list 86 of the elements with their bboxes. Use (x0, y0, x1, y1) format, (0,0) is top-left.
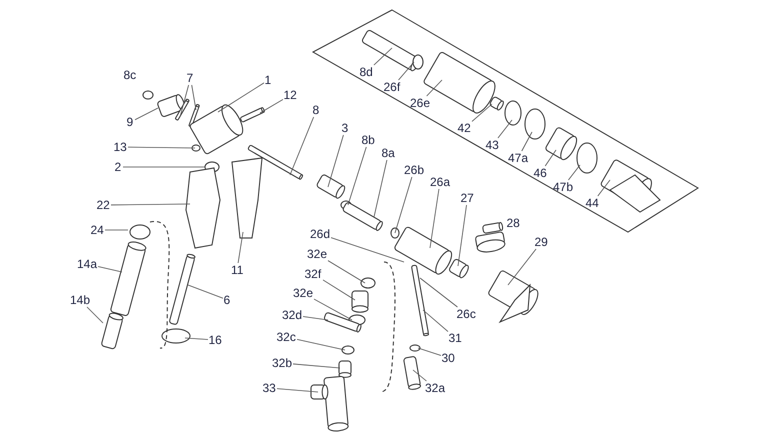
leader-line (472, 104, 492, 122)
callout-number: 7 (186, 71, 194, 85)
callout-number: 6 (222, 293, 232, 307)
leader-line (188, 284, 224, 299)
callout-number: 32a (424, 381, 446, 395)
callout-number: 8a (380, 146, 396, 160)
callout-number: 32c (276, 330, 297, 344)
leader-line (180, 84, 190, 118)
callout-number: 26a (429, 175, 452, 189)
leader-line (420, 278, 458, 308)
callout-number: 47a (507, 151, 530, 165)
callout-number: 28 (506, 216, 521, 230)
callout-number: 8c (122, 68, 138, 82)
leader-line (128, 146, 196, 148)
leader-line (458, 204, 467, 266)
callout-number: 14a (76, 257, 98, 271)
leader-line (328, 260, 366, 284)
leader-line (348, 146, 367, 206)
leader-line (296, 338, 346, 350)
callout-number: 16 (208, 333, 223, 347)
callout-number: 8b (360, 133, 376, 147)
callout-number: 32e (306, 247, 328, 261)
leader-line (191, 84, 196, 110)
callout-number: 26d (309, 227, 332, 241)
leader-line (521, 132, 532, 152)
leader-line (276, 388, 318, 392)
callout-number: 27 (460, 191, 475, 205)
leader-line (430, 188, 440, 248)
callout-number: 30 (440, 351, 456, 365)
leader-line (292, 364, 340, 368)
callout-number: 32b (271, 356, 294, 370)
callout-number: 13 (112, 140, 128, 154)
callout-number: 14b (69, 293, 92, 307)
callout-number: 8 (312, 103, 320, 117)
leader-line (134, 108, 158, 120)
leader-line (122, 166, 206, 168)
leader-line (86, 306, 104, 324)
callout-number: 42 (456, 121, 472, 135)
callout-number: 33 (262, 381, 277, 395)
leader-line (597, 180, 610, 196)
callout-number: 11 (230, 263, 244, 277)
callout-number: 44 (584, 196, 600, 210)
callout-number: 32d (281, 308, 304, 322)
callout-number: 22 (96, 198, 111, 212)
leader-line (374, 160, 388, 218)
leader-line (422, 310, 448, 332)
callout-number: 3 (340, 121, 350, 135)
leader-line (544, 150, 556, 166)
callout-number: 26c (456, 307, 477, 321)
callout-number: 9 (126, 115, 134, 129)
callout-number: 26b (403, 163, 426, 177)
callout-number: 43 (484, 138, 500, 152)
callout-number: 26e (409, 96, 432, 110)
callout-number: 32f (304, 267, 322, 281)
leader-line (498, 120, 512, 138)
callout-number: 12 (282, 88, 298, 102)
callout-number: 46 (532, 166, 548, 180)
leader-line (98, 266, 122, 272)
leader-line (394, 176, 412, 234)
leader-line (412, 370, 427, 382)
callout-number: 47b (552, 180, 574, 194)
callout-number: 24 (90, 223, 105, 237)
leader-line (314, 298, 352, 320)
callout-number: 26f (382, 80, 402, 94)
callout-number: 2 (114, 160, 122, 174)
leader-line (238, 232, 244, 264)
callout-number: 31 (448, 331, 463, 345)
leader-line (374, 48, 392, 66)
leader-line (426, 80, 442, 96)
leader-line (418, 348, 442, 356)
leader-line (184, 338, 208, 340)
leader-line (218, 82, 264, 112)
leader-line (322, 280, 356, 300)
callout-number: 8d (358, 65, 374, 79)
leader-line (260, 99, 284, 114)
callout-number: 32e (292, 286, 314, 300)
leader-line (290, 116, 314, 176)
callout-number: 29 (534, 235, 549, 249)
leader-line (398, 62, 414, 80)
leader-line (302, 316, 328, 320)
leader-line (568, 164, 580, 180)
leader-line (328, 134, 344, 188)
leader-line (508, 248, 536, 286)
leader-line (110, 204, 190, 206)
callout-number: 1 (264, 73, 272, 87)
leader-line (330, 237, 404, 262)
